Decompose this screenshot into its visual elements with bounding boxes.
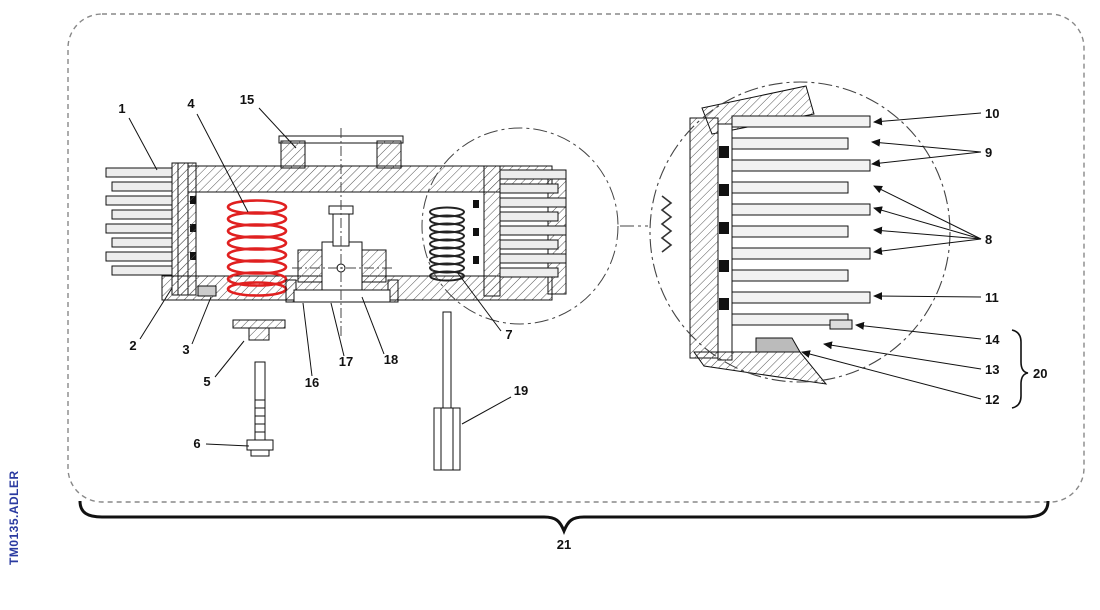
callout-7: 7 xyxy=(505,327,512,342)
callout-13-leader xyxy=(823,341,982,370)
left-plate-stack xyxy=(105,162,196,296)
detail-view xyxy=(649,81,951,385)
main-assembly-cross-section xyxy=(105,127,648,471)
callout-4-leader xyxy=(196,113,249,213)
callout-16: 16 xyxy=(305,375,319,390)
callout-10-leader xyxy=(873,112,982,126)
detail-partial-spring xyxy=(660,195,673,253)
callout-14: 14 xyxy=(985,332,1000,347)
callout-17-leader xyxy=(330,302,345,357)
top-flange xyxy=(278,135,404,169)
callout-5-leader xyxy=(214,340,245,378)
callouts-left: 1 4 15 2 3 5 6 16 17 18 7 19 xyxy=(118,92,528,451)
callout-8-leader-b xyxy=(873,206,982,240)
right-plate-stack xyxy=(473,165,567,297)
detail-bottom-parts xyxy=(755,319,853,353)
callout-8-leader-c xyxy=(873,226,982,240)
detail-seals xyxy=(719,146,729,310)
detail-reference-circle xyxy=(421,127,619,325)
callout-10: 10 xyxy=(985,106,999,121)
callout-8-leader-a xyxy=(873,185,982,240)
callout-12-leader xyxy=(801,350,982,400)
callout-6-leader xyxy=(205,443,250,447)
callout-8-leader-d xyxy=(873,238,982,256)
callout-1: 1 xyxy=(118,101,125,116)
dark-spring xyxy=(429,206,465,282)
callout-2-leader xyxy=(139,287,173,340)
callouts-detail: 10 9 8 11 14 13 12 20 xyxy=(801,106,1047,409)
callout-9-leader-b xyxy=(871,151,982,168)
pin-part-19 xyxy=(433,311,461,471)
callout-18: 18 xyxy=(384,352,398,367)
callout-12: 12 xyxy=(985,392,999,407)
detail-housing xyxy=(689,85,828,385)
callout-5: 5 xyxy=(203,374,210,389)
callout-17: 17 xyxy=(339,354,353,369)
callout-11-leader xyxy=(873,292,982,301)
callout-7-leader xyxy=(456,271,502,332)
callout-3: 3 xyxy=(182,342,189,357)
callout-18-leader xyxy=(361,296,385,355)
callout-9-leader-a xyxy=(871,138,982,153)
callout-21: 21 xyxy=(557,537,571,552)
bolt-part-6 xyxy=(246,361,274,457)
callout-8: 8 xyxy=(985,232,992,247)
group-20-brace xyxy=(1011,329,1029,409)
centerlines xyxy=(292,128,392,338)
brace-21-path xyxy=(78,500,1050,536)
callout-4: 4 xyxy=(187,96,195,111)
callout-2: 2 xyxy=(129,338,136,353)
callout-11: 11 xyxy=(985,290,999,305)
red-spring xyxy=(226,199,288,297)
detail-circle-border xyxy=(649,81,951,383)
callout-15: 15 xyxy=(240,92,254,107)
callout-20: 20 xyxy=(1033,366,1047,381)
callout-19: 19 xyxy=(514,383,528,398)
callout-19-leader xyxy=(461,396,512,425)
assembly-brace: 21 xyxy=(78,500,1050,552)
callout-14-leader xyxy=(855,321,982,340)
callout-3-leader xyxy=(191,296,212,345)
detail-plate-stack xyxy=(731,115,871,326)
callout-6: 6 xyxy=(193,436,200,451)
callout-1-leader xyxy=(128,117,158,171)
watermark-text: TM0135.ADLER xyxy=(7,470,21,565)
callout-9: 9 xyxy=(985,145,992,160)
callout-13: 13 xyxy=(985,362,999,377)
callout-16-leader xyxy=(302,302,313,377)
dashed-figure-border xyxy=(67,13,1085,503)
callout-15-leader xyxy=(258,107,297,149)
retainer-part-5 xyxy=(232,319,286,341)
